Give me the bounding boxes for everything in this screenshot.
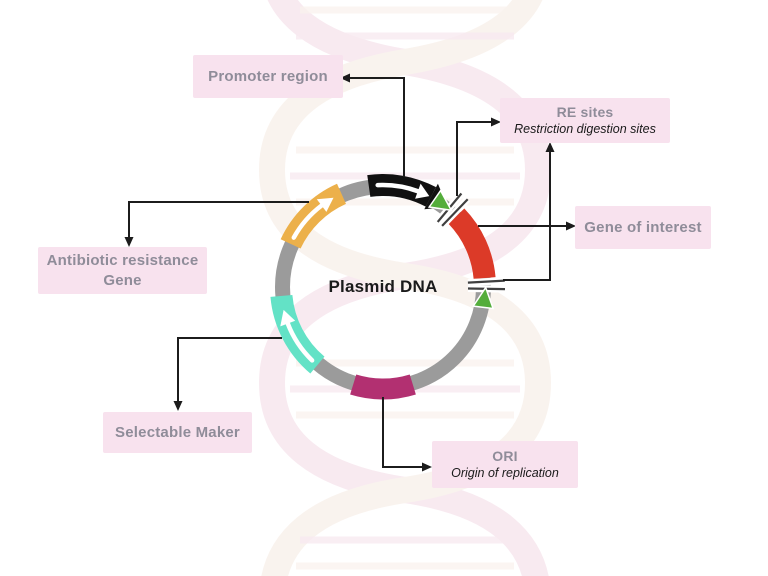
promoter-direction-arrow xyxy=(375,182,421,194)
ori-segment xyxy=(350,374,416,400)
connector-ori-arrowhead-icon xyxy=(422,462,432,472)
connector-re-top xyxy=(456,121,491,196)
antibiotic-resistance-line2: Gene xyxy=(103,271,142,289)
helix-strand-right xyxy=(258,0,552,576)
connector-promoter-arrowhead-icon xyxy=(340,73,350,83)
connector-re-top-arrowhead-icon xyxy=(491,117,501,127)
selectable-direction-arrow xyxy=(285,321,315,363)
connector-antibiotic xyxy=(128,201,309,237)
ori-label: ORI Origin of replication xyxy=(432,441,578,488)
ori-title: ORI xyxy=(492,447,518,464)
promoter-region-text: Promoter region xyxy=(208,67,328,85)
antibiotic-direction-arrow xyxy=(291,203,324,240)
selectable-direction-arrowhead xyxy=(280,309,296,327)
connector-re-right xyxy=(503,152,551,281)
connector-re-right-arrowhead-icon xyxy=(545,142,555,152)
connector-promoter xyxy=(350,77,405,177)
antibiotic-resistance-line1: Antibiotic resistance xyxy=(46,252,199,269)
antibiotic-direction-arrowhead xyxy=(316,197,334,212)
re-site-triangle-right-icon xyxy=(471,285,495,310)
selectable-marker-text: Selectable Maker xyxy=(115,423,240,441)
connector-gene-arrowhead-icon xyxy=(566,221,576,231)
connector-ori xyxy=(382,397,422,468)
antibiotic-resistance-label: Antibiotic resistance Gene xyxy=(38,247,207,294)
ori-subtitle: Origin of replication xyxy=(451,465,559,480)
re-site-triangle-top-icon xyxy=(427,189,453,212)
gene-of-interest-label: Gene of interest xyxy=(575,206,711,249)
connector-selectable-arrowhead-icon xyxy=(173,401,183,411)
connectors xyxy=(124,73,576,472)
re-sites-title: RE sites xyxy=(556,103,614,120)
re-sites-label: RE sites Restriction digestion sites xyxy=(500,98,670,143)
selectable-marker-label: Selectable Maker xyxy=(103,412,252,453)
plasmid-circle xyxy=(270,174,506,400)
promoter-region-label: Promoter region xyxy=(193,55,343,98)
plasmid-center-title: Plasmid DNA xyxy=(328,277,438,296)
connector-selectable xyxy=(177,337,282,401)
promoter-direction-arrowhead xyxy=(415,183,430,199)
re-sites-subtitle: Restriction digestion sites xyxy=(514,121,656,136)
gene-of-interest-text: Gene of interest xyxy=(584,218,702,236)
connector-antibiotic-arrowhead-icon xyxy=(124,237,134,247)
gene-of-interest-segment xyxy=(448,208,496,280)
